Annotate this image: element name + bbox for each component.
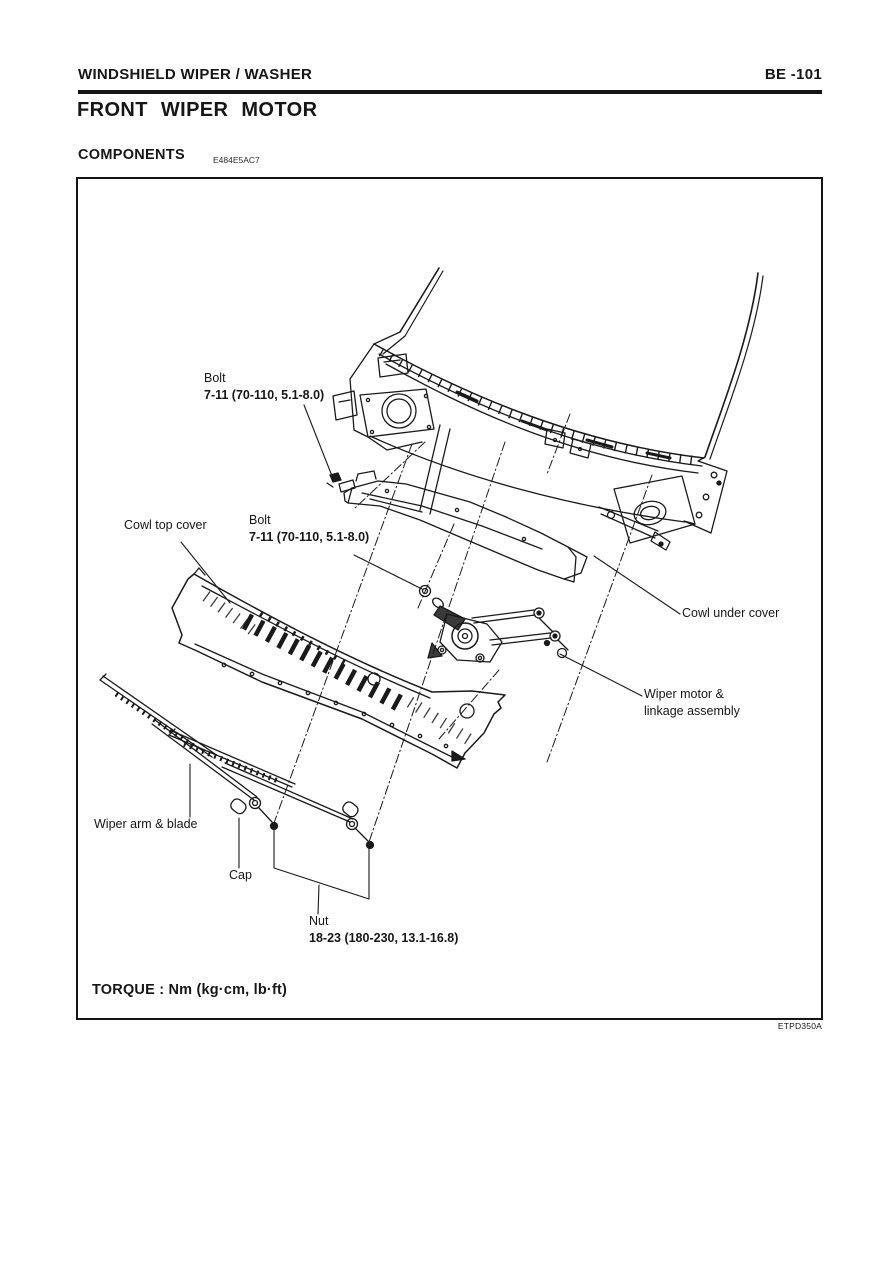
label-bolt-upper-name: Bolt — [204, 371, 226, 385]
label-nut-name: Nut — [309, 914, 329, 928]
label-wiper-motor-line2: linkage assembly — [644, 704, 740, 718]
label-bolt-lower-name: Bolt — [249, 513, 271, 527]
label-wiper-arm-blade: Wiper arm & blade — [94, 817, 198, 831]
components-heading: COMPONENTS — [78, 147, 185, 163]
cowl-vent-slats — [241, 613, 411, 715]
label-cowl-under-cover: Cowl under cover — [682, 606, 780, 620]
leader-wiper-motor — [559, 653, 643, 697]
components-code: E484E5AC7 — [213, 155, 260, 165]
left-fender-bracket — [332, 331, 435, 451]
leader-lines — [180, 404, 681, 915]
bolt-lower-fastener — [418, 584, 432, 598]
header-rule — [78, 90, 822, 94]
leader-cowl-top-cover — [180, 541, 231, 604]
cowl-top-cover-part — [171, 567, 506, 769]
label-bolt-upper-spec: 7-11 (70-110, 5.1-8.0) — [204, 388, 325, 402]
windshield-cowl-frame — [369, 343, 705, 523]
a-pillar-left-line — [399, 267, 444, 337]
section-header: WINDSHIELD WIPER / WASHER — [78, 66, 313, 83]
label-bolt-lower-spec: 7-11 (70-110, 5.1-8.0) — [249, 530, 370, 544]
page-number: BE -101 — [764, 66, 822, 83]
label-nut-spec: 18-23 (180-230, 13.1-16.8) — [309, 931, 459, 945]
nut-bracket — [273, 827, 370, 900]
page-title: FRONT WIPER MOTOR — [77, 99, 318, 121]
cap-part-left — [230, 798, 247, 815]
exploded-view-drawing — [99, 267, 764, 915]
leader-bolt-lower — [353, 554, 423, 590]
wiper-arms-part — [99, 673, 375, 850]
label-cowl-top-cover: Cowl top cover — [124, 518, 207, 532]
label-bolt-lower: Bolt 7-11 (70-110, 5.1-8.0) — [249, 512, 369, 546]
components-figure-box: Bolt 7-11 (70-110, 5.1-8.0) Cowl top cov… — [76, 177, 823, 1020]
nut-fastener-right — [365, 840, 375, 850]
torque-note: TORQUE : Nm (kg·cm, lb·ft) — [92, 982, 288, 998]
bolt-upper-fastener — [329, 472, 342, 483]
right-fender-bracket — [598, 456, 728, 551]
projection-lines — [273, 413, 653, 843]
cap-part-right — [342, 801, 359, 818]
wiper-motor-linkage-part — [418, 584, 569, 663]
leader-bolt-upper — [303, 404, 333, 477]
figure-reference-code: ETPD350A — [777, 1021, 822, 1031]
label-wiper-motor-line1: Wiper motor & — [644, 687, 724, 701]
a-pillar-right-line — [704, 272, 764, 460]
cowl-under-cover-part — [326, 470, 588, 583]
label-wiper-motor: Wiper motor & linkage assembly — [644, 686, 740, 720]
leader-nut — [317, 884, 320, 915]
label-cap: Cap — [229, 868, 252, 882]
leader-cowl-under-cover — [593, 555, 681, 615]
label-nut: Nut 18-23 (180-230, 13.1-16.8) — [309, 913, 458, 947]
label-bolt-upper: Bolt 7-11 (70-110, 5.1-8.0) — [204, 370, 324, 404]
